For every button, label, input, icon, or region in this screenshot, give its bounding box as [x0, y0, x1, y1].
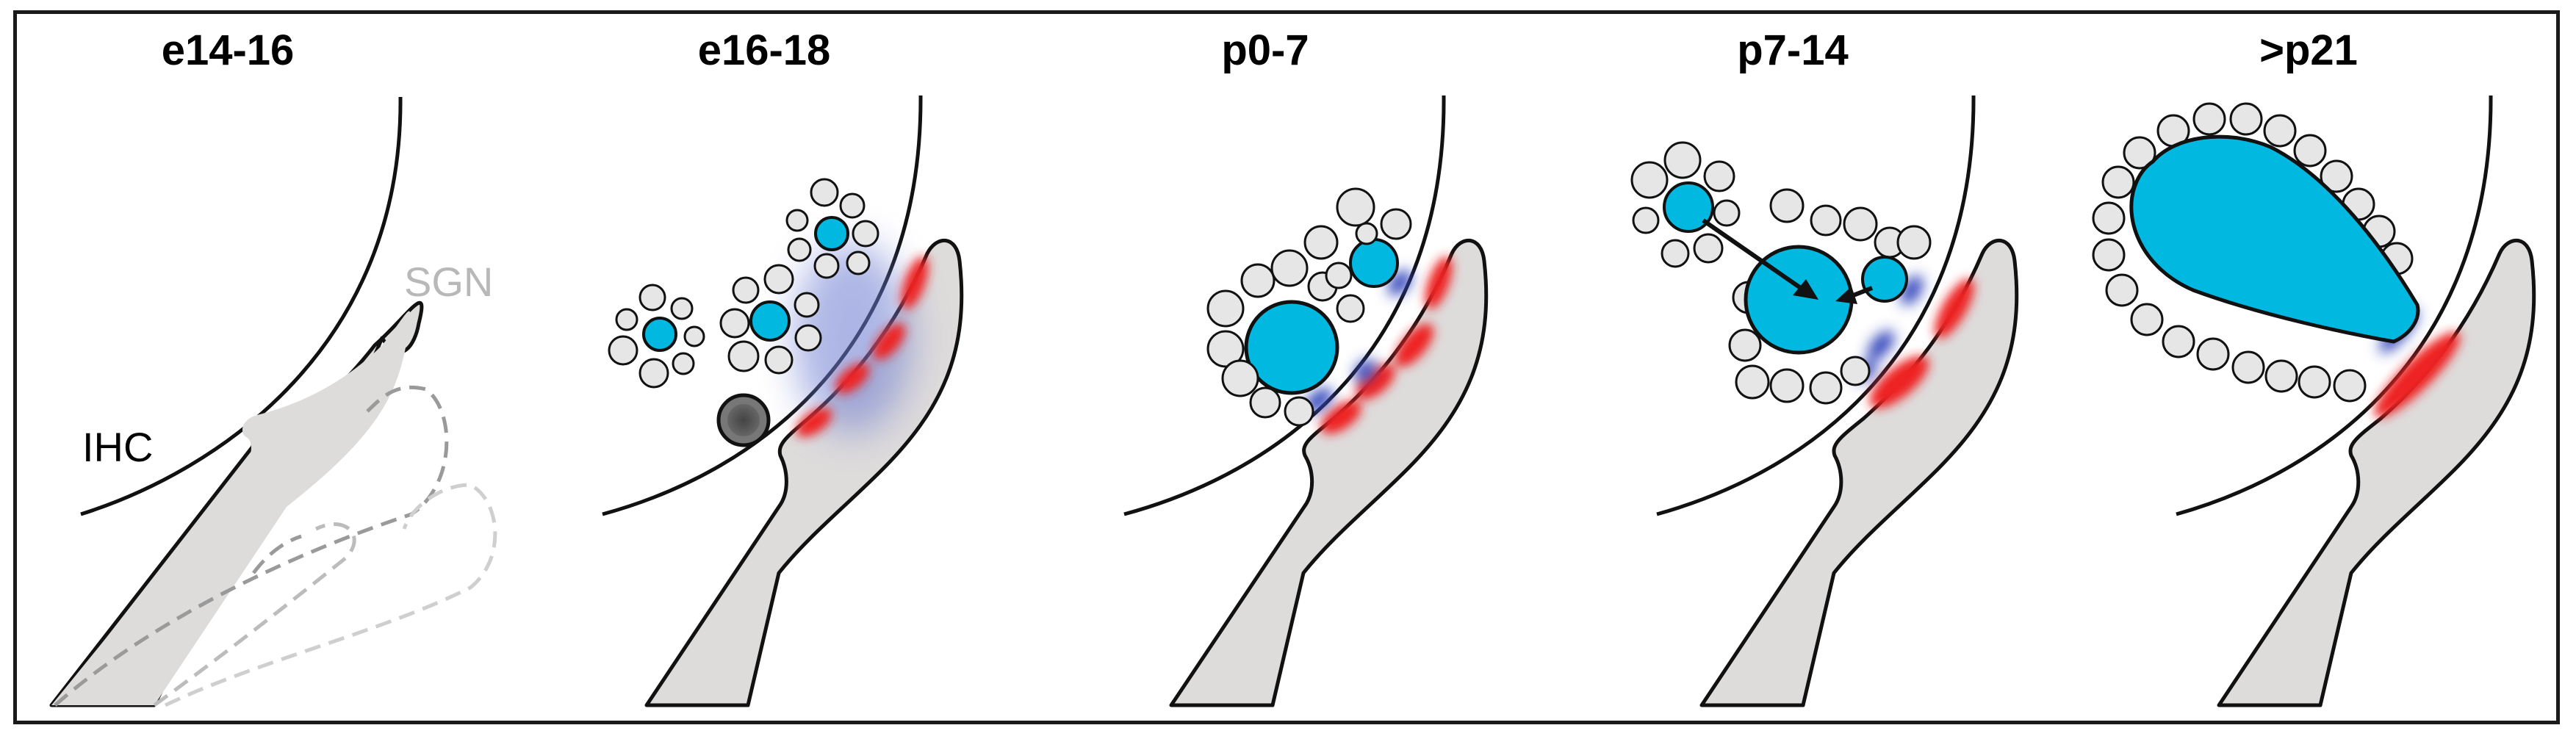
- hair-cell: [1699, 239, 2019, 707]
- panel-p21: [2092, 95, 2536, 707]
- calyx-terminal: [2129, 134, 2420, 344]
- ribbons: [1869, 278, 1974, 408]
- sgn-label: SGN: [404, 259, 493, 305]
- panel-p7-14: [1630, 95, 2019, 707]
- sgn-fiber-body: [51, 311, 411, 706]
- terminal-cluster: [785, 178, 879, 279]
- terminal-cluster: [608, 284, 705, 389]
- figure-frame: [13, 10, 2560, 724]
- ribbons: [2374, 331, 2461, 418]
- stage-title-4: p7-14: [1737, 26, 1849, 74]
- stage-title-2: e16-18: [698, 26, 831, 74]
- terminal-cluster: [719, 264, 822, 375]
- panel-e14-16: IHC SGN: [49, 96, 497, 707]
- terminal-cluster: [1630, 141, 1741, 268]
- convergence-arrows: [1702, 218, 1874, 304]
- terminal-cluster: [1728, 188, 1932, 405]
- ribbons: [1320, 256, 1453, 434]
- ihc-label: IHC: [82, 424, 153, 470]
- dark-terminal-core: [727, 404, 760, 436]
- ribbons: [796, 256, 929, 437]
- sgn-dashed-outline-3: [164, 483, 497, 707]
- terminal-cluster: [1206, 249, 1339, 427]
- panel-e16-18: [602, 95, 964, 707]
- stage-title-3: p0-7: [1221, 26, 1309, 74]
- stage-title-5: >p21: [2259, 26, 2358, 74]
- panel-p0-7: [1123, 95, 1489, 707]
- sgn-dashed-outline-2: [153, 522, 356, 707]
- terminal-cluster: [1303, 187, 1412, 323]
- sgn-dashed-outline-4: [252, 534, 302, 574]
- diffuse-synapse-glow: [794, 242, 911, 433]
- ihc-membrane: [1656, 95, 1976, 516]
- hair-cell: [2217, 239, 2536, 707]
- ihc-membrane: [80, 96, 403, 516]
- stage-title-1: e14-16: [162, 26, 295, 74]
- ihc-membrane: [1123, 95, 1446, 516]
